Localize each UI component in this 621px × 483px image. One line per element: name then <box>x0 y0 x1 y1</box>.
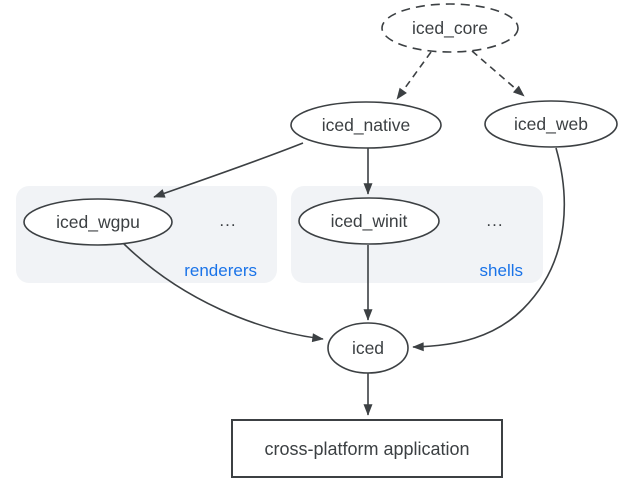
node-iced-web-label: iced_web <box>514 114 588 135</box>
node-iced-winit-label: iced_winit <box>331 211 408 232</box>
node-iced-core <box>381 3 519 53</box>
renderers-ellipsis: ... <box>219 211 236 230</box>
node-iced-core-label: iced_core <box>412 18 488 39</box>
node-iced-native <box>290 101 442 149</box>
node-iced <box>327 322 409 374</box>
node-iced-label: iced <box>352 338 384 358</box>
edge-iced-core-to-iced-web <box>471 50 525 97</box>
edge-iced-wgpu-to-iced <box>120 240 324 343</box>
shells-group-label: shells <box>480 261 523 280</box>
node-iced-winit <box>298 197 440 245</box>
node-iced-web <box>484 100 618 148</box>
node-cross-platform-application <box>231 419 503 478</box>
edge-iced-native-to-iced-wgpu <box>153 142 304 198</box>
renderers-group-label: renderers <box>184 261 257 280</box>
node-iced-wgpu <box>23 198 173 246</box>
node-iced-native-label: iced_native <box>322 115 411 136</box>
edge-iced-core-to-iced-native <box>396 51 432 100</box>
node-cross-platform-application-label: cross-platform application <box>264 439 469 459</box>
node-iced-wgpu-label: iced_wgpu <box>56 212 140 233</box>
edge-iced-web-to-iced <box>412 147 566 352</box>
shells-ellipsis: ... <box>486 211 503 230</box>
